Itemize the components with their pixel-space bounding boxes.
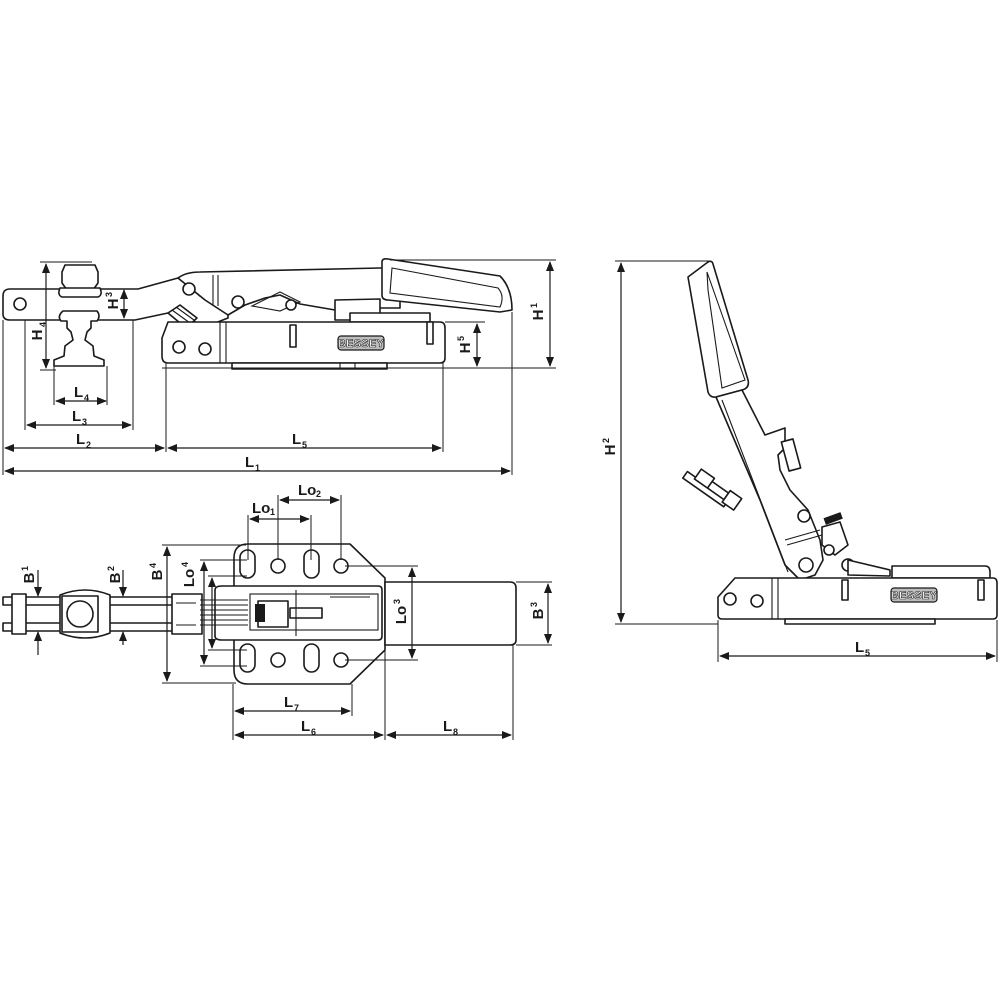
svg-text:L: L	[74, 384, 83, 401]
svg-text:4: 4	[38, 322, 48, 327]
svg-text:4: 4	[84, 393, 89, 403]
spindle-open	[682, 468, 743, 511]
svg-text:2: 2	[86, 440, 91, 450]
bessey-logo-open-text: BESSEY	[891, 590, 938, 602]
spindle-nut	[61, 264, 99, 291]
svg-text:L: L	[245, 454, 254, 471]
dimension-label-h4: H 4	[29, 322, 48, 340]
bessey-logo-text: BESSEY	[338, 338, 385, 350]
svg-text:1: 1	[529, 303, 539, 308]
svg-text:2: 2	[601, 438, 611, 443]
svg-text:L: L	[72, 408, 81, 425]
handle-top	[384, 581, 517, 646]
dimension-label-b2: B 2	[106, 566, 124, 583]
dimension-label-h2: H 2	[601, 438, 619, 455]
svg-text:4: 4	[180, 562, 190, 567]
svg-text:Lo: Lo	[393, 606, 410, 624]
base-mounting-hole	[723, 592, 737, 606]
mounting-hole	[270, 558, 286, 574]
svg-text:4: 4	[148, 563, 158, 568]
svg-text:L: L	[855, 639, 864, 656]
svg-text:H: H	[530, 310, 547, 321]
dimension-label-h5: H 5	[456, 336, 474, 353]
mounting-slot	[303, 643, 320, 673]
lever-arm-open	[715, 389, 824, 581]
spindle-pressure-pad	[53, 310, 105, 367]
svg-text:L: L	[292, 431, 301, 448]
mounting-hole	[270, 652, 286, 668]
dimension-label-lo2: Lo 2	[298, 482, 321, 499]
svg-text:L: L	[301, 718, 310, 735]
svg-text:H: H	[29, 330, 46, 341]
svg-text:Lo: Lo	[181, 569, 198, 587]
svg-text:3: 3	[392, 599, 402, 604]
dimension-label-b3: B 3	[529, 602, 547, 619]
svg-text:2: 2	[316, 489, 321, 499]
dimension-label-l8: L 8	[443, 718, 458, 737]
svg-text:1: 1	[255, 463, 260, 473]
svg-text:3: 3	[104, 292, 114, 297]
top-view: B 1 B 2 B 4 Lo 4 Lo	[2, 482, 552, 740]
dimension-label-l1: L 1	[245, 454, 260, 473]
base-body	[161, 321, 446, 364]
dimension-label-l6: L 6	[301, 718, 316, 737]
adjust-screw	[255, 604, 265, 622]
side-view-closed: BESSEY H 4 H 3 L 4 L 3	[2, 258, 556, 475]
dimension-label-l5: L 5	[292, 431, 307, 450]
dimension-label-h1: H 1	[529, 303, 547, 320]
dimension-label-l2: L 2	[76, 431, 91, 450]
svg-text:7: 7	[294, 703, 299, 713]
svg-text:5: 5	[302, 440, 307, 450]
svg-text:2: 2	[106, 566, 116, 571]
svg-text:L: L	[443, 718, 452, 735]
bessey-logo	[337, 335, 385, 351]
dimension-label-l5-open: L 5	[855, 639, 870, 658]
svg-text:H: H	[457, 343, 474, 354]
dimension-label-b4: B 4	[148, 563, 166, 580]
base-mounting-hole	[198, 342, 212, 356]
handle-grip	[381, 258, 513, 313]
svg-text:1: 1	[270, 507, 275, 517]
dimension-label-l4: L 4	[74, 384, 89, 403]
svg-text:B: B	[21, 572, 38, 583]
bessey-logo-open	[890, 587, 938, 603]
svg-text:L: L	[284, 694, 293, 711]
mounting-slot	[239, 643, 256, 673]
side-view-open: BESSEY H 2 L 5	[601, 260, 998, 662]
svg-text:Lo: Lo	[252, 500, 270, 517]
dimension-label-l7: L 7	[284, 694, 299, 713]
svg-text:B: B	[530, 608, 547, 619]
svg-text:3: 3	[82, 417, 87, 427]
svg-text:B: B	[107, 572, 124, 583]
dimension-label-l3: L 3	[72, 408, 87, 427]
svg-text:B: B	[149, 569, 166, 580]
svg-text:5: 5	[456, 336, 466, 341]
adjust-knob	[823, 512, 843, 525]
handle-grip-open	[687, 260, 750, 398]
dimension-label-h3: H 3	[104, 292, 122, 309]
svg-text:8: 8	[453, 727, 458, 737]
base-mounting-hole	[172, 340, 186, 354]
dimension-label-lo4: Lo 4	[180, 562, 198, 587]
svg-text:H: H	[105, 299, 122, 310]
arm-pivot-hole	[13, 297, 27, 311]
svg-text:L: L	[76, 431, 85, 448]
dimension-label-b1: B 1	[20, 566, 38, 583]
base-mounting-hole	[750, 594, 764, 608]
svg-text:H: H	[602, 445, 619, 456]
svg-text:6: 6	[311, 727, 316, 737]
dimension-label-lo1: Lo 1	[252, 500, 275, 517]
svg-text:Lo: Lo	[298, 482, 316, 499]
svg-text:3: 3	[529, 602, 539, 607]
svg-text:1: 1	[20, 566, 30, 571]
svg-text:5: 5	[865, 648, 870, 658]
dimension-label-lo3: Lo 3	[392, 599, 410, 624]
